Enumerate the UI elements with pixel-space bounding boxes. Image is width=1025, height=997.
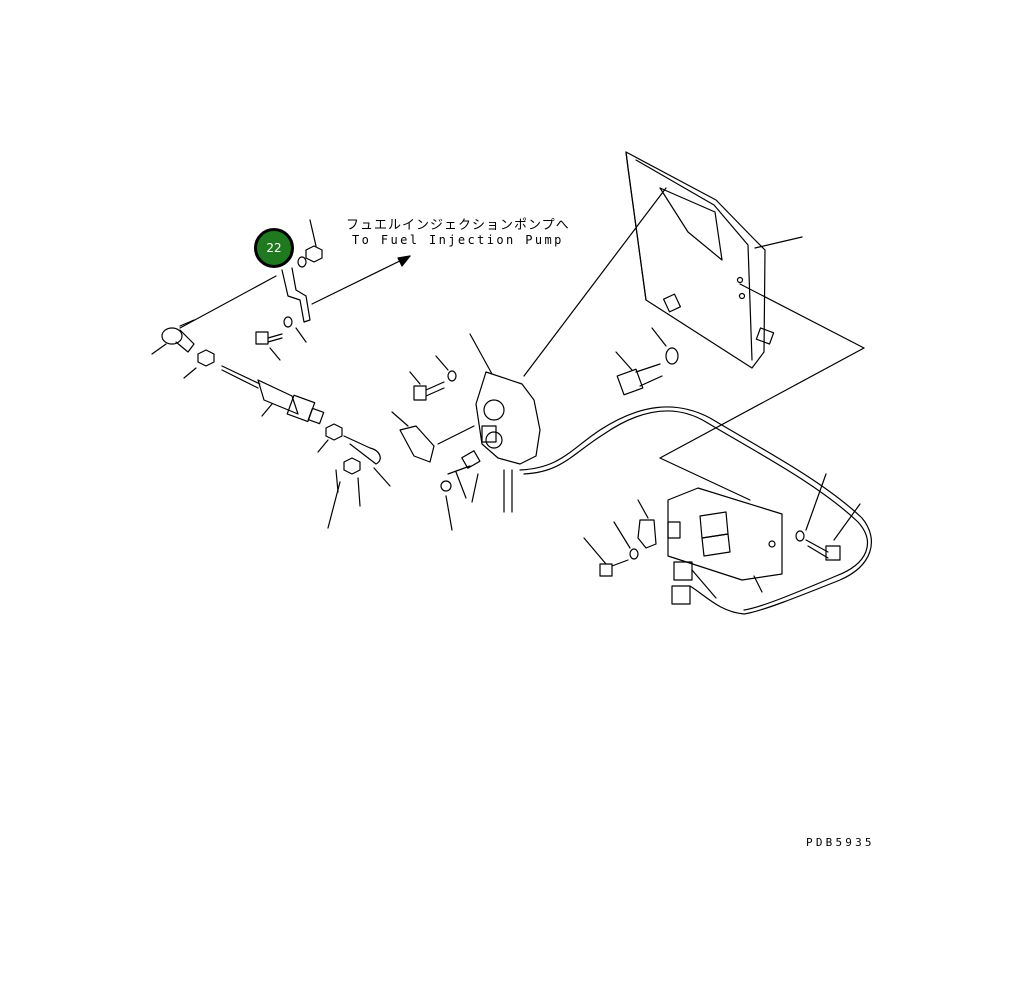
fuel-control-rod xyxy=(179,255,411,329)
accelerator-pedal xyxy=(625,151,803,369)
sensor-lever xyxy=(391,411,481,531)
bolt-sensor-top xyxy=(409,355,457,401)
pump-note-english: To Fuel Injection Pump xyxy=(352,233,564,247)
pump-note-japanese: フュエルインジェクションポンプへ xyxy=(346,218,570,233)
damper-cable xyxy=(221,365,325,425)
nut-left xyxy=(183,349,215,379)
bolt-right xyxy=(795,473,861,561)
bolt-pedal xyxy=(615,327,679,396)
bolt-left xyxy=(255,331,283,361)
relay-connectors xyxy=(671,561,717,605)
ball-joint xyxy=(151,319,195,355)
nut-washer-set xyxy=(283,219,323,343)
drawing-code: PDB5935 xyxy=(806,836,875,849)
clip-bolt xyxy=(583,499,657,577)
callout-number: 22 xyxy=(266,241,282,255)
relay-bracket xyxy=(667,487,783,593)
part-callout-22[interactable]: 22 xyxy=(254,228,294,268)
reference-lines xyxy=(523,187,865,501)
nut-rod-end xyxy=(317,423,391,529)
pedal-sensor xyxy=(469,333,541,513)
wire-harness xyxy=(519,406,872,615)
